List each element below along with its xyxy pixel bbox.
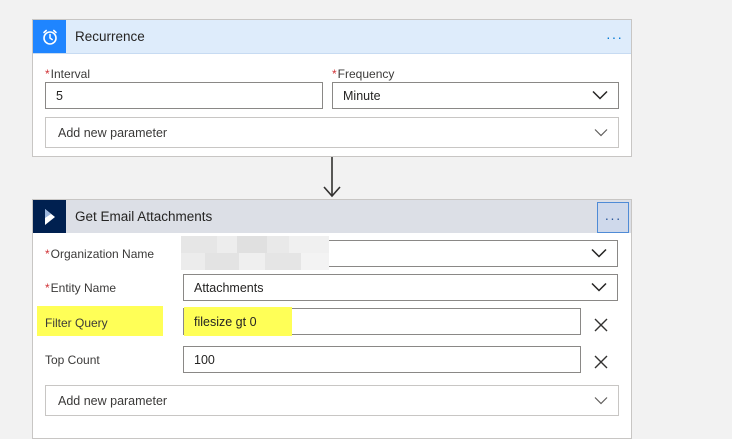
clear-filter-query-icon[interactable]: [594, 318, 608, 332]
chevron-down-icon: [592, 90, 608, 100]
organization-name-label: *Organization Name: [45, 247, 155, 261]
recurrence-title: Recurrence: [75, 29, 145, 44]
attachments-add-parameter-dropdown[interactable]: Add new parameter: [45, 385, 619, 416]
chevron-down-icon: [591, 282, 607, 292]
redacted-value: [181, 236, 329, 270]
attachments-title: Get Email Attachments: [75, 209, 213, 224]
top-count-input[interactable]: 100: [183, 346, 581, 373]
recurrence-card: Recurrence ··· *Interval 5 *Frequency Mi…: [32, 19, 632, 157]
recurrence-header[interactable]: Recurrence ···: [33, 20, 631, 54]
entity-name-dropdown[interactable]: Attachments: [183, 274, 618, 301]
filter-label-highlight: [37, 306, 163, 336]
attachments-header[interactable]: Get Email Attachments ···: [33, 200, 631, 233]
interval-label: *Interval: [45, 67, 91, 81]
chevron-down-icon: [594, 397, 608, 405]
get-email-attachments-card: Get Email Attachments ··· *Organization …: [32, 199, 632, 439]
frequency-label: *Frequency: [332, 67, 395, 81]
chevron-down-icon: [594, 129, 608, 137]
interval-input[interactable]: 5: [45, 82, 323, 109]
filter-query-input[interactable]: filesize gt 0: [183, 307, 581, 336]
dynamics-logo-icon: [33, 200, 66, 233]
alarm-clock-icon: [33, 20, 66, 53]
clear-top-count-icon[interactable]: [594, 355, 608, 369]
recurrence-more-options-button[interactable]: ···: [606, 28, 623, 45]
attachments-more-options-button[interactable]: ···: [597, 202, 629, 233]
entity-name-label: *Entity Name: [45, 281, 117, 295]
filter-value-highlight: [184, 307, 292, 336]
flow-arrow-icon: [323, 157, 341, 198]
recurrence-add-parameter-dropdown[interactable]: Add new parameter: [45, 117, 619, 148]
filter-query-label: Filter Query: [45, 316, 108, 330]
frequency-dropdown[interactable]: Minute: [332, 82, 619, 109]
top-count-label: Top Count: [45, 353, 100, 367]
chevron-down-icon: [591, 248, 607, 258]
